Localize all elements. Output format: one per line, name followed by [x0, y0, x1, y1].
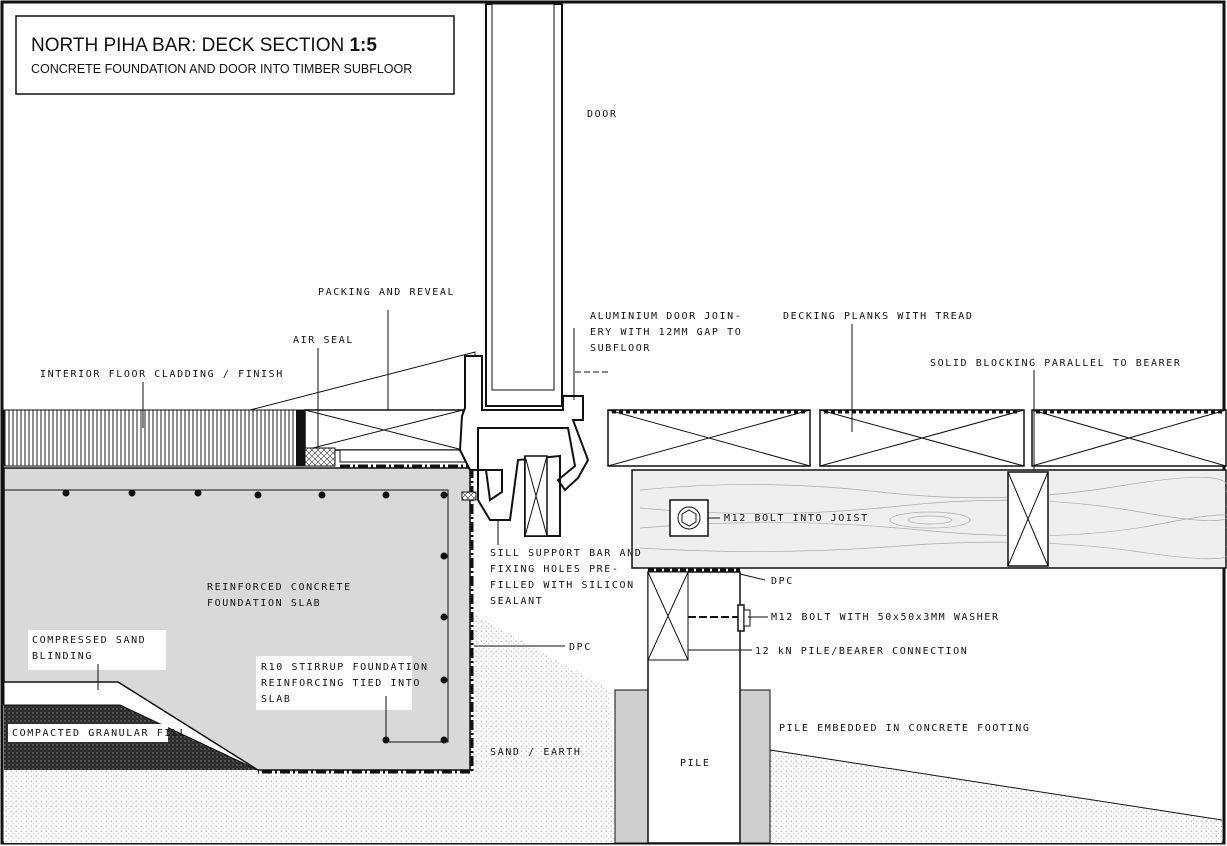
label-sill-1: SILL SUPPORT BAR AND: [490, 548, 642, 559]
aluminium-sill-profile: [458, 355, 590, 502]
label-decking: DECKING PLANKS WITH TREAD: [783, 311, 974, 322]
drawing-title: NORTH PIHA BAR: DECK SECTION 1:5: [31, 35, 377, 56]
floor-cladding: [3, 409, 305, 467]
label-sand-earth: SAND / EARTH: [490, 747, 581, 758]
dpc-membrane: [258, 468, 474, 774]
label-interior-floor: INTERIOR FLOOR CLADDING / FINISH: [40, 369, 284, 380]
sand-label-box: [28, 630, 166, 670]
label-sill-2: FIXING HOLES PRE-: [490, 564, 620, 575]
air-seal: [304, 447, 336, 467]
title-block: [15, 15, 455, 95]
label-rc-slab-2: FOUNDATION SLAB: [207, 598, 321, 609]
label-packing-reveal: PACKING AND REVEAL: [318, 287, 455, 298]
decking-planks: [607, 409, 1227, 467]
label-stirrup-2: REINFORCING TIED INTO: [261, 678, 421, 689]
ground-right-fill: [770, 750, 1222, 843]
label-blocking: SOLID BLOCKING PARALLEL TO BEARER: [930, 358, 1181, 369]
label-m12-washer: M12 BOLT WITH 50x50x3MM WASHER: [771, 612, 1000, 623]
sand-earth-fill: [4, 612, 615, 843]
label-granular-fill: COMPACTED GRANULAR FILL: [12, 728, 187, 739]
stirrup-reinforcing: [4, 489, 449, 743]
label-door: DOOR: [587, 109, 617, 120]
granular-label-box: [8, 724, 168, 742]
leader-lines: [97, 310, 1035, 740]
label-pile-embedded: PILE EMBEDDED IN CONCRETE FOOTING: [779, 723, 1030, 734]
label-m12-joist: M12 BOLT INTO JOIST: [724, 513, 869, 524]
label-rc-slab-1: REINFORCED CONCRETE: [207, 582, 352, 593]
label-sill-3: FILLED WITH SILICON: [490, 580, 635, 591]
rebar-dots: [62, 489, 448, 744]
label-sill-4: SEALANT: [490, 596, 543, 607]
label-alu-joinery-3: SUBFLOOR: [590, 343, 651, 354]
label-pile: PILE: [680, 758, 710, 769]
label-dpc-slab: DPC: [569, 642, 592, 653]
label-alu-joinery-1: ALUMINIUM DOOR JOIN-: [590, 311, 742, 322]
label-alu-joinery-2: ERY WITH 12MM GAP TO: [590, 327, 742, 338]
label-pile-connection: 12 kN PILE/BEARER CONNECTION: [755, 646, 968, 657]
label-stirrup-3: SLAB: [261, 694, 291, 705]
label-sand-blinding-2: BLINDING: [32, 651, 93, 662]
label-air-seal: AIR SEAL: [293, 335, 354, 346]
label-sand-blinding-1: COMPRESSED SAND: [32, 635, 146, 646]
label-dpc-bearer: DPC: [771, 576, 794, 587]
washer: [737, 604, 745, 632]
drawing-subtitle: CONCRETE FOUNDATION AND DOOR INTO TIMBER…: [31, 62, 412, 76]
label-stirrup-1: R10 STIRRUP FOUNDATION: [261, 662, 429, 673]
